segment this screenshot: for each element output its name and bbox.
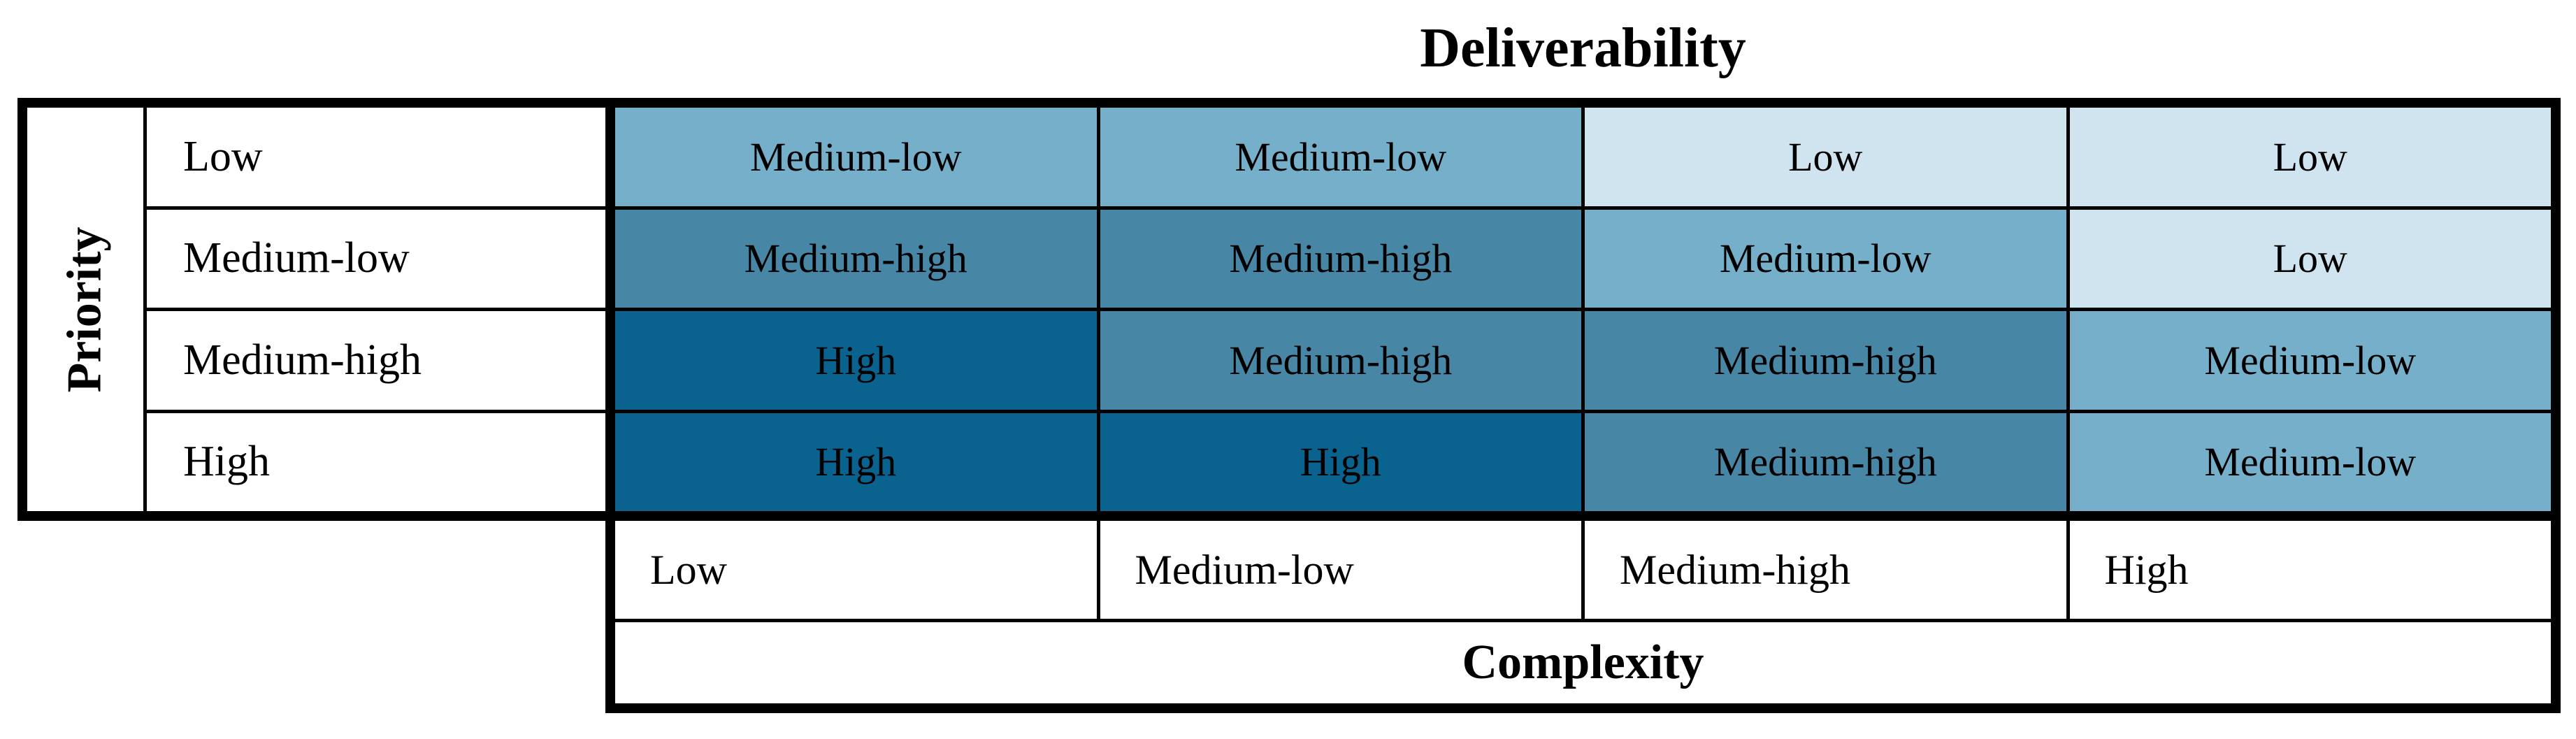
matrix-cell-r4c2: High bbox=[1100, 412, 1581, 511]
matrix-cell-r3c1: High bbox=[615, 311, 1097, 410]
priority-axis-panel: Priority Low Medium-low Medium-high High bbox=[17, 98, 605, 521]
matrix-cell-r3c4: Medium-low bbox=[2069, 311, 2551, 410]
matrix-cell-r2c2: Medium-high bbox=[1100, 209, 1581, 308]
matrix-grid: Medium-low Medium-low Low Low Medium-hig… bbox=[605, 98, 2561, 521]
complexity-col-label-medium-high: Medium-high bbox=[1585, 521, 2066, 619]
matrix-cell-r3c2: Medium-high bbox=[1100, 311, 1581, 410]
complexity-col-label-high: High bbox=[2069, 521, 2551, 619]
matrix-cell-r2c3: Medium-low bbox=[1585, 209, 2066, 308]
complexity-col-labels: Low Medium-low Medium-high High bbox=[615, 521, 2551, 619]
priority-row-label-medium-high: Medium-high bbox=[147, 311, 605, 410]
complexity-axis-title: Complexity bbox=[615, 622, 2551, 703]
matrix-cell-r1c2: Medium-low bbox=[1100, 108, 1581, 206]
complexity-col-label-medium-low: Medium-low bbox=[1100, 521, 1581, 619]
matrix-cell-r2c4: Low bbox=[2069, 209, 2551, 308]
matrix-cell-r4c3: Medium-high bbox=[1585, 412, 2066, 511]
matrix-cell-r2c1: Medium-high bbox=[615, 209, 1097, 308]
deliverability-axis-title: Deliverability bbox=[1420, 17, 1746, 79]
matrix-cell-r1c3: Low bbox=[1585, 108, 2066, 206]
priority-axis-title: Priority bbox=[58, 226, 113, 393]
complexity-axis-panel: Low Medium-low Medium-high High Complexi… bbox=[605, 521, 2561, 713]
priority-row-label-medium-low: Medium-low bbox=[147, 209, 605, 308]
priority-axis-title-cell: Priority bbox=[27, 108, 143, 511]
complexity-col-label-low: Low bbox=[615, 521, 1097, 619]
matrix-cell-r4c1: High bbox=[615, 412, 1097, 511]
priority-row-label-low: Low bbox=[147, 108, 605, 206]
matrix-cell-r1c4: Low bbox=[2069, 108, 2551, 206]
matrix-cell-r4c4: Medium-low bbox=[2069, 412, 2551, 511]
matrix-cell-r1c1: Medium-low bbox=[615, 108, 1097, 206]
priority-row-labels: Low Medium-low Medium-high High bbox=[147, 108, 605, 511]
matrix-cell-r3c3: Medium-high bbox=[1585, 311, 2066, 410]
priority-row-label-high: High bbox=[147, 412, 605, 511]
